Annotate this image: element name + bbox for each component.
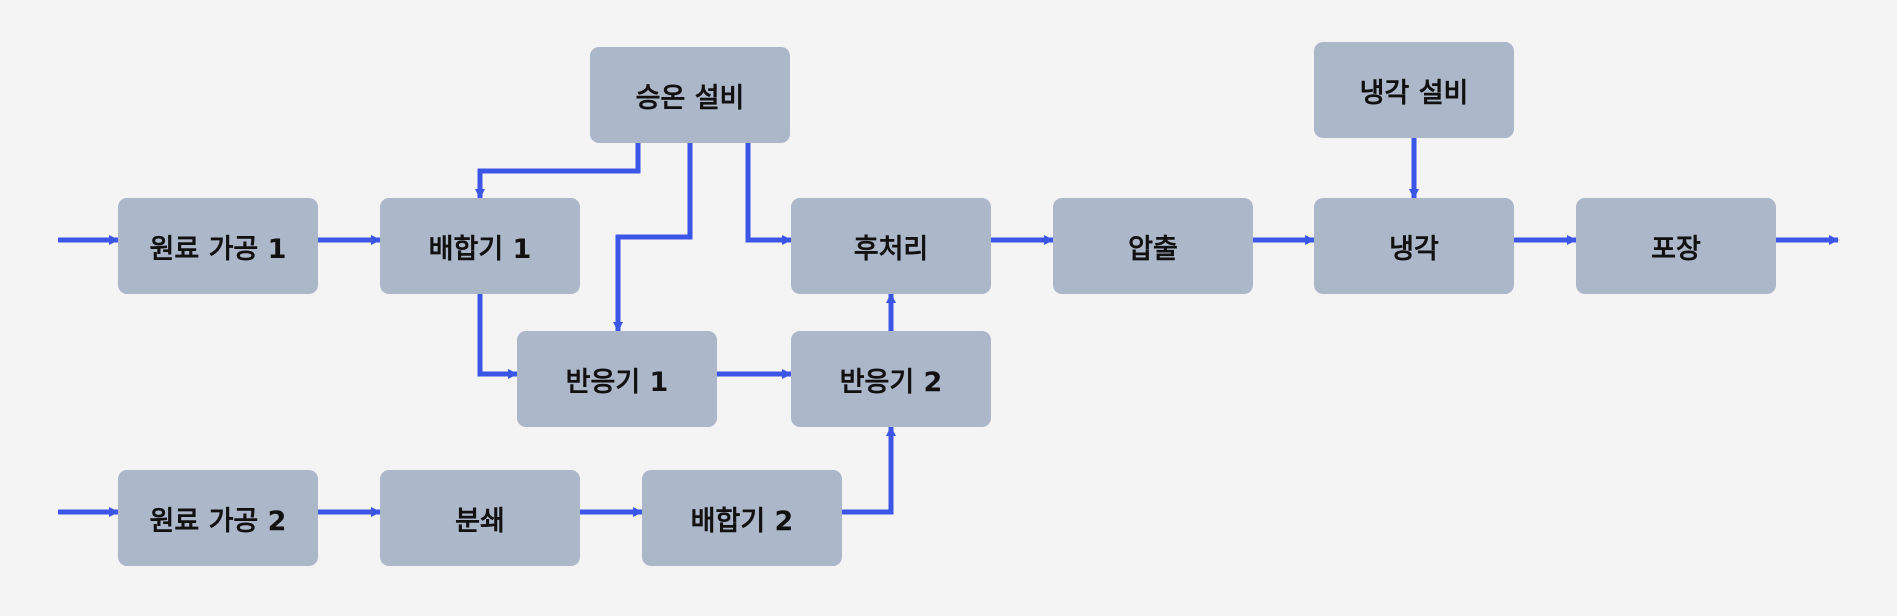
edge-mixer2-to-reactor2 <box>842 426 896 515</box>
node-heating-equipment: 승온 설비 <box>590 47 790 143</box>
edge-heater-to-post <box>745 143 792 245</box>
node-crushing: 분쇄 <box>380 470 580 566</box>
node-mixer-2: 배합기 2 <box>642 470 842 566</box>
node-cooling: 냉각 <box>1314 198 1514 294</box>
node-reactor-1: 반응기 1 <box>517 331 717 427</box>
edge-heater-to-reactor1 <box>613 143 693 332</box>
node-packaging: 포장 <box>1576 198 1776 294</box>
node-extrusion: 압출 <box>1053 198 1253 294</box>
node-raw-processing-1: 원료 가공 1 <box>118 198 318 294</box>
edge-mixer1-to-reactor1 <box>477 294 518 379</box>
node-cooling-equipment: 냉각 설비 <box>1314 42 1514 138</box>
edge-heater-to-mixer1 <box>475 143 641 199</box>
node-reactor-2: 반응기 2 <box>791 331 991 427</box>
node-post-treatment: 후처리 <box>791 198 991 294</box>
node-raw-processing-2: 원료 가공 2 <box>118 470 318 566</box>
node-mixer-1: 배합기 1 <box>380 198 580 294</box>
